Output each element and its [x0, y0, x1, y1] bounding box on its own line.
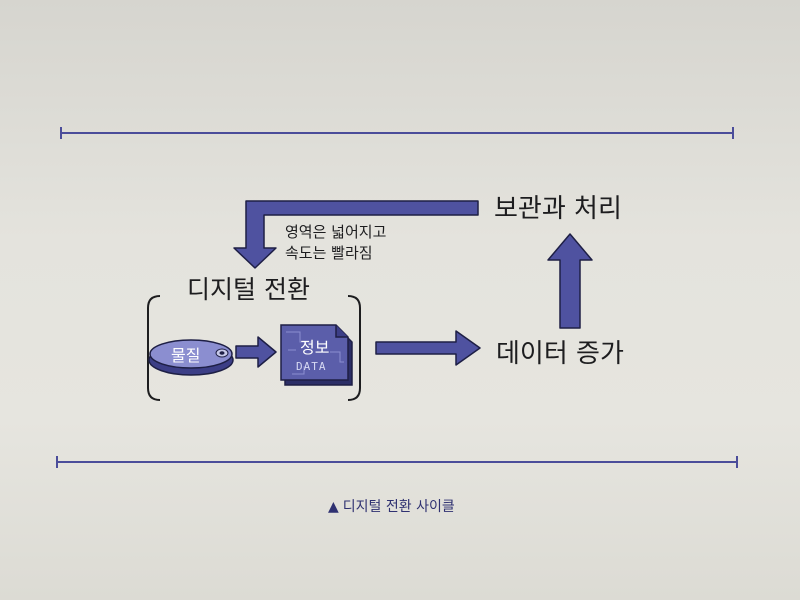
feedback-arrow: [233, 200, 479, 269]
top-rule: [60, 127, 734, 139]
caption-text: 디지털 전환 사이클: [342, 499, 455, 515]
info-chip-icon: [280, 324, 353, 386]
node-matter-label: 물질: [171, 346, 201, 365]
node-digital-transition: 디지털 전환: [187, 275, 310, 304]
node-information-label: 정보: [300, 338, 330, 357]
matter-to-info-arrow: [235, 336, 277, 368]
matter-blob-icon: [148, 339, 234, 376]
node-data-word: DATA: [296, 360, 327, 373]
bottom-rule: [56, 456, 738, 468]
figure-caption: ▲디지털 전환 사이클: [328, 496, 455, 516]
node-storage-processing: 보관과 처리: [494, 194, 622, 224]
node-data-increase: 데이터 증가: [496, 339, 624, 369]
right-arrow-to-data-increase: [375, 330, 481, 366]
annotation-line-2: 속도는 빨라짐: [285, 244, 373, 262]
annotation-line-1: 영역은 넓어지고: [285, 223, 387, 241]
left-bracket: [147, 295, 161, 401]
triangle-marker-icon: ▲: [328, 499, 339, 515]
right-bracket: [347, 295, 361, 401]
up-arrow: [547, 233, 593, 329]
